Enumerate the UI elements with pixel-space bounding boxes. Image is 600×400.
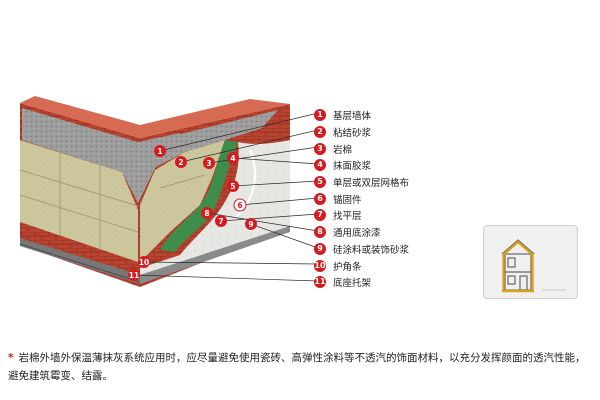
legend-item: 7 找平层 [314,207,464,224]
svg-text:7: 7 [218,217,223,226]
base-track [19,226,290,284]
svg-text:1: 1 [157,147,162,156]
legend-label: 找平层 [333,211,362,223]
legend-label: 锚固件 [333,194,362,206]
legend-label: 抹面胶浆 [333,161,372,173]
callout-4 [227,152,239,164]
svg-text:3: 3 [206,159,211,168]
svg-text:2: 2 [178,158,183,167]
mesh-layer [160,140,238,252]
house-section-card [483,225,578,299]
legend-number: 2 [314,126,326,139]
legend-number: 9 [314,242,326,255]
adhesive-mortar-layer [22,108,278,203]
note-asterisk: * [8,352,14,364]
callout-8 [201,207,213,219]
legend-label: 基层墙体 [333,111,372,123]
legend-label: 粘结砂浆 [333,128,372,140]
svg-text:8: 8 [204,209,209,218]
legend-number: 5 [314,176,326,189]
application-note: *岩棉外墙外保温薄抹灰系统应用时，应尽量避免使用瓷砖、高弹性涂料等不透汽的饰面材… [8,349,592,385]
callout-3 [203,157,215,169]
legend-label: 单层或双层网格布 [333,178,410,190]
svg-text:9: 9 [248,220,253,229]
legend-number: 8 [314,226,326,239]
legend-number: 4 [314,159,326,172]
layer-legend: 1 基层墙体 2 粘结砂浆 3 岩棉 4 抹面胶浆 5 单层或双层网格布 6 锚固件 7 找平… [314,107,464,291]
callout-7 [215,215,227,227]
legend-item: 9 硅涂料或装饰砂浆 [314,241,464,258]
callout-9 [245,218,257,230]
legend-number: 7 [314,209,326,222]
callout-11 [128,269,140,281]
rock-wool-layer [19,140,225,262]
legend-number: 6 [314,192,326,205]
svg-text:6: 6 [237,201,242,210]
callout-2 [175,156,187,168]
legend-label: 通用底涂漆 [333,228,381,240]
note-text: 岩棉外墙外保温薄抹灰系统应用时，应尽量避免使用瓷砖、高弹性涂料等不透汽的饰面材料… [8,352,586,382]
legend-item: 3 岩棉 [314,140,464,157]
legend-item: 4 抹面胶浆 [314,157,464,174]
svg-text:4: 4 [230,154,235,163]
legend-item: 6 锚固件 [314,190,464,207]
callout-5 [227,180,239,192]
callout-10 [138,256,150,268]
legend-label: 硅涂料或装饰砂浆 [333,244,410,256]
svg-text:10: 10 [139,258,149,267]
legend-item: 8 通用底涂漆 [314,224,464,241]
legend-number: 1 [314,109,326,122]
legend-item: 1 基层墙体 [314,107,464,124]
callout-1 [154,145,166,157]
callout-6 [233,198,247,212]
legend-label: 岩棉 [333,144,353,156]
callout-lines [133,112,319,282]
svg-text:11: 11 [129,271,139,280]
callout-markers: 1 2 3 4 5 6 7 8 9 10 11 [128,145,257,281]
legend-label: 底座托架 [333,278,372,290]
legend-number: 11 [314,276,326,289]
house-section-icon [501,239,566,293]
legend-item: 5 单层或双层网格布 [314,174,464,191]
legend-number: 10 [314,259,326,272]
legend-label: 护角条 [333,261,362,273]
legend-item: 2 粘结砂浆 [314,124,464,141]
legend-number: 3 [314,142,326,155]
legend-item: 10 护角条 [314,257,464,274]
svg-text:5: 5 [230,182,235,191]
legend-item: 11 底座托架 [314,274,464,291]
